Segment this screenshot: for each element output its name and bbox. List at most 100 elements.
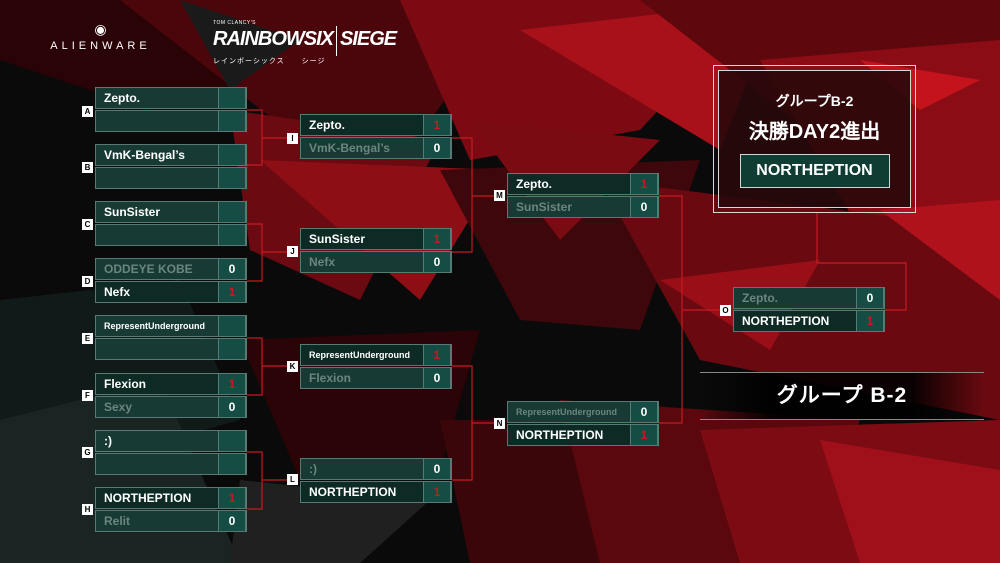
team-score: 0 [423,137,451,159]
match-tag-d: D [82,276,93,287]
team-name: Nefx [104,285,131,299]
match-a: Zepto. [95,87,247,133]
match-c-slot-2 [95,224,247,246]
match-tag-g: G [82,447,93,458]
team-name: Zepto. [516,177,552,191]
match-tag-a: A [82,106,93,117]
match-i-slot-2: VmK-Bengal’s 0 [300,137,452,159]
match-o-slot-2: NORTHEPTION 1 [733,310,885,332]
team-score [218,315,246,337]
match-d-slot-2: Nefx 1 [95,281,247,303]
team-score: 0 [218,510,246,532]
team-score [218,144,246,166]
alienware-wordmark: ALIENWARE [50,40,151,52]
match-tag-j: J [287,246,298,257]
team-score [218,224,246,246]
alien-head-icon: ◉ [94,21,107,37]
team-score: 0 [423,251,451,273]
alienware-logo: ◉ ALIENWARE [28,22,173,52]
team-score: 0 [423,458,451,480]
team-score: 1 [218,373,246,395]
team-name: NORTHEPTION [516,428,604,442]
team-score: 0 [423,367,451,389]
match-c: SunSister [95,201,247,247]
match-n-slot-1: RepresentUnderground 0 [507,401,659,423]
match-b: VmK-Bengal’s [95,144,247,190]
match-j-slot-2: Nefx 0 [300,251,452,273]
match-o: Zepto.0 NORTHEPTION 1 [733,287,885,333]
team-name: Sexy [104,400,133,414]
r6-publisher-text: TOM CLANCY'S [213,20,256,26]
match-tag-o: O [720,305,731,316]
team-score: 0 [218,258,246,280]
team-name: VmK-Bengal’s [104,148,185,162]
match-tag-m: M [494,190,505,201]
match-d: ODDEYE KOBE 0 Nefx 1 [95,258,247,304]
match-o-slot-1: Zepto.0 [733,287,885,309]
team-name: RepresentUnderground [104,321,206,331]
team-name: Nefx [309,255,336,269]
match-g-slot-2 [95,453,247,475]
team-score [218,201,246,223]
match-tag-l: L [287,474,298,485]
r6-title-rainbow: RAINBOW [213,28,305,51]
team-name: VmK-Bengal’s [309,141,390,155]
team-name: RepresentUnderground [309,350,411,360]
team-score [218,453,246,475]
group-winner-panel: グループB-2 決勝DAY2進出 NORTHEPTION [713,65,916,213]
team-name: SunSister [104,205,161,219]
team-score: 0 [856,287,884,309]
team-name: ODDEYE KOBE [104,262,193,276]
team-score: 1 [856,310,884,332]
r6-kana-title: レインボーシックス [213,58,285,65]
group-label-banner: グループ B-2 [700,372,984,420]
match-e-slot-1: RepresentUnderground [95,315,247,337]
team-name: NORTHEPTION [104,491,192,505]
match-tag-c: C [82,219,93,230]
match-tag-n: N [494,418,505,429]
r6-divider [336,26,338,56]
match-f-slot-1: Flexion 1 [95,373,247,395]
r6-kana-siege: シージ [301,58,326,65]
team-name: Zepto. [309,118,345,132]
match-tag-f: F [82,390,93,401]
team-score: 1 [423,228,451,250]
team-name: NORTHEPTION [742,314,830,328]
team-name: Flexion [309,371,352,385]
match-tag-e: E [82,333,93,344]
match-n: RepresentUnderground 0 NORTHEPTION 1 [507,401,659,447]
match-e-slot-2 [95,338,247,360]
match-tag-b: B [82,162,93,173]
team-score: 1 [630,173,658,195]
result-winner-name: NORTHEPTION [739,154,890,188]
team-score [218,167,246,189]
result-advance-text: 決勝DAY2進出 [748,121,881,143]
match-g-slot-1: :) [95,430,247,452]
team-name: RepresentUnderground [516,407,618,417]
team-score [218,430,246,452]
team-name: Flexion [104,377,147,391]
team-score: 1 [218,281,246,303]
team-name: Zepto. [104,91,140,105]
match-l-slot-1: :)0 [300,458,452,480]
match-g: :) [95,430,247,476]
match-b-slot-2 [95,167,247,189]
match-k-slot-2: Flexion 0 [300,367,452,389]
team-score: 1 [630,424,658,446]
match-tag-h: H [82,504,93,515]
match-tag-i: I [287,133,298,144]
team-score [218,110,246,132]
match-tag-k: K [287,361,298,372]
team-score: 0 [630,401,658,423]
team-score: 1 [423,344,451,366]
